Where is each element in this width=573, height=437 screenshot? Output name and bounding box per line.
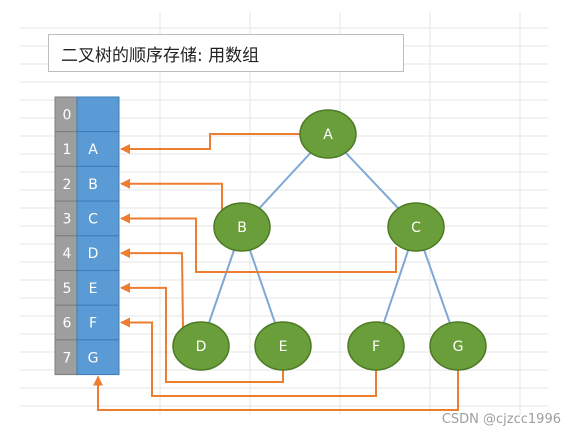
tree-node-label-A: A — [323, 127, 333, 143]
array-value-cell — [76, 131, 120, 167]
array-value-cell — [76, 96, 120, 133]
array-value-cell — [76, 270, 120, 306]
tree-node-label-F: F — [372, 339, 380, 355]
tree-node-D — [172, 321, 230, 371]
mapping-arrow-C — [120, 213, 397, 273]
array-value-label: D — [88, 246, 99, 262]
tree-node-label-B: B — [237, 220, 247, 236]
array-value-cell — [76, 304, 120, 341]
array-index-label: 5 — [63, 281, 72, 297]
mapping-arrow-A — [120, 133, 300, 155]
mapping-arrow-F — [120, 317, 377, 397]
array-index-label: 0 — [63, 107, 72, 123]
watermark-text: CSDN @cjzcc1996 — [441, 412, 561, 427]
tree-node-F — [347, 321, 405, 371]
tree-node-A — [299, 109, 357, 159]
array-index-label: 4 — [63, 246, 72, 262]
array-value-label: A — [88, 142, 98, 158]
tree-node-label-D: D — [196, 339, 207, 355]
array-value-cell — [76, 339, 120, 376]
tree-node-label-C: C — [411, 220, 421, 236]
tree-nodes: A B C D E F G — [172, 109, 487, 371]
array-index-label: 3 — [63, 211, 72, 227]
array-value-label: C — [88, 211, 98, 227]
array-value-cell — [76, 165, 120, 202]
mapping-arrows — [93, 133, 459, 411]
array-value-label: G — [88, 350, 99, 366]
array-value-cell — [76, 235, 120, 272]
tree-node-label-E: E — [279, 339, 288, 355]
tree-node-C — [387, 202, 445, 252]
mapping-arrow-G — [93, 370, 459, 411]
mapping-arrow-D — [120, 248, 184, 329]
array-value-label: B — [88, 177, 98, 193]
tree-node-G — [429, 321, 487, 371]
title-box: 二叉树的顺序存储: 用数组 — [48, 34, 404, 72]
array-value-label: F — [89, 316, 97, 332]
array-value-label: E — [89, 281, 98, 297]
array-index-label: 7 — [63, 350, 72, 366]
tree-node-label-G: G — [453, 339, 464, 355]
array-index-label: 2 — [63, 177, 72, 193]
page-title: 二叉树的顺序存储: 用数组 — [61, 45, 260, 66]
array-index-label: 6 — [63, 316, 72, 332]
array-value-cell — [76, 200, 120, 237]
array-index-label: 1 — [63, 142, 72, 158]
mapping-arrow-E — [120, 282, 284, 383]
mapping-arrow-B — [120, 178, 223, 210]
tree-node-E — [254, 321, 312, 371]
tree-node-B — [213, 202, 271, 252]
